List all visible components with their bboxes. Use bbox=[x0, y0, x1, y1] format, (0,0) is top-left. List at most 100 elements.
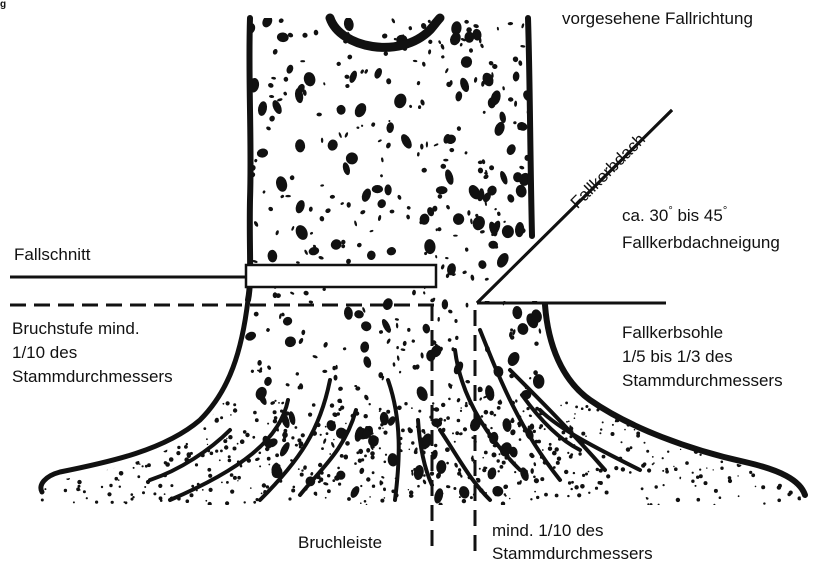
root-speckle bbox=[60, 428, 64, 432]
root-speckle bbox=[497, 406, 501, 410]
bark-speckle bbox=[449, 148, 454, 152]
root-speckle bbox=[540, 477, 544, 481]
root-speckle bbox=[63, 453, 68, 458]
root-speckle bbox=[452, 432, 454, 434]
root-speckle bbox=[100, 453, 102, 455]
root-speckle bbox=[684, 420, 686, 422]
notch-sole-label: Fallkerbsohle 1/5 bis 1/3 des Stammdurch… bbox=[622, 322, 783, 391]
root-speckle bbox=[699, 469, 701, 471]
bark-speckle bbox=[389, 209, 394, 213]
root-speckle bbox=[60, 407, 62, 409]
bark-speckle bbox=[503, 484, 509, 490]
bark-speckle bbox=[298, 337, 304, 344]
root-speckle bbox=[564, 470, 568, 474]
root-speckle bbox=[244, 501, 246, 503]
root-speckle bbox=[653, 462, 655, 464]
root-speckle bbox=[694, 406, 697, 409]
bark-speckle bbox=[324, 207, 331, 214]
root-speckle bbox=[544, 428, 546, 430]
bark-speckle bbox=[409, 104, 413, 108]
bark-speckle bbox=[444, 68, 449, 74]
root-speckle bbox=[253, 501, 256, 504]
root-speckle bbox=[790, 469, 792, 471]
root-speckle bbox=[250, 487, 252, 489]
root-speckle bbox=[761, 485, 765, 489]
bark-speckle bbox=[446, 485, 451, 489]
root-speckle bbox=[93, 424, 95, 426]
root-speckle bbox=[501, 502, 505, 506]
bark-speckle bbox=[473, 24, 479, 29]
root-speckle bbox=[356, 451, 359, 454]
bark-speckle bbox=[344, 74, 350, 79]
bark-speckle bbox=[283, 76, 288, 82]
bark-speckle bbox=[392, 92, 408, 110]
bark-speckle bbox=[480, 43, 485, 48]
root-speckle bbox=[267, 423, 269, 425]
root-speckle bbox=[78, 485, 81, 488]
bark-speckle bbox=[278, 18, 285, 24]
bark-speckle bbox=[373, 67, 384, 80]
root-speckle bbox=[453, 487, 456, 490]
bark-speckle bbox=[266, 328, 271, 333]
bark-speckle bbox=[459, 43, 462, 47]
bark-speckle bbox=[536, 125, 540, 130]
bark-speckle bbox=[391, 18, 396, 24]
bark-speckle bbox=[319, 216, 325, 222]
bark-speckle bbox=[512, 306, 523, 320]
bark-speckle bbox=[462, 270, 467, 275]
root-speckle bbox=[636, 434, 640, 438]
bark-speckle bbox=[360, 69, 365, 74]
bark-speckle bbox=[423, 291, 426, 295]
bark-speckle bbox=[422, 479, 427, 485]
root-speckle bbox=[52, 449, 56, 453]
root-speckle bbox=[364, 414, 368, 418]
root-speckle bbox=[156, 419, 158, 421]
root-speckle bbox=[676, 498, 680, 502]
bark-speckle bbox=[333, 375, 337, 381]
root-speckle bbox=[599, 481, 603, 485]
root-speckle bbox=[327, 489, 331, 493]
bark-speckle bbox=[447, 338, 452, 343]
bark-speckle bbox=[336, 62, 341, 66]
root-speckle bbox=[45, 448, 49, 452]
root-speckle bbox=[164, 493, 166, 495]
root-speckle bbox=[726, 404, 728, 406]
root-speckle bbox=[75, 456, 78, 459]
root-speckle bbox=[575, 406, 578, 409]
root-speckle bbox=[259, 465, 261, 467]
root-speckle bbox=[384, 461, 387, 464]
bark-speckle bbox=[440, 43, 445, 50]
root-speckle bbox=[724, 430, 728, 434]
root-speckle bbox=[382, 428, 383, 429]
root-speckle bbox=[86, 412, 89, 415]
root-speckle bbox=[180, 437, 183, 440]
root-speckle bbox=[758, 437, 762, 441]
root-speckle bbox=[439, 503, 443, 507]
bark-speckle bbox=[533, 374, 545, 389]
root-speckle bbox=[657, 425, 662, 430]
root-speckle bbox=[511, 419, 514, 422]
root-speckle bbox=[107, 453, 110, 456]
bark-speckle bbox=[363, 394, 369, 401]
root-speckle bbox=[477, 479, 481, 483]
bark-speckle bbox=[483, 174, 490, 180]
bark-speckle bbox=[520, 45, 525, 48]
root-speckle bbox=[702, 441, 704, 443]
root-speckle bbox=[714, 418, 718, 422]
root-speckle bbox=[370, 430, 373, 433]
root-speckle bbox=[706, 467, 707, 468]
root-speckle bbox=[119, 486, 121, 488]
bark-speckle bbox=[349, 485, 361, 500]
root-speckle bbox=[291, 489, 295, 493]
root-speckle bbox=[137, 475, 140, 478]
bark-speckle bbox=[536, 33, 540, 37]
root-speckle bbox=[691, 480, 694, 483]
root-speckle bbox=[327, 474, 330, 477]
root-speckle bbox=[771, 431, 775, 435]
root-speckle bbox=[774, 458, 776, 460]
root-speckle bbox=[454, 441, 456, 443]
root-speckle bbox=[51, 423, 54, 426]
root-speckle bbox=[667, 451, 669, 453]
bark-speckle bbox=[513, 121, 517, 124]
bark-speckle bbox=[396, 323, 399, 329]
